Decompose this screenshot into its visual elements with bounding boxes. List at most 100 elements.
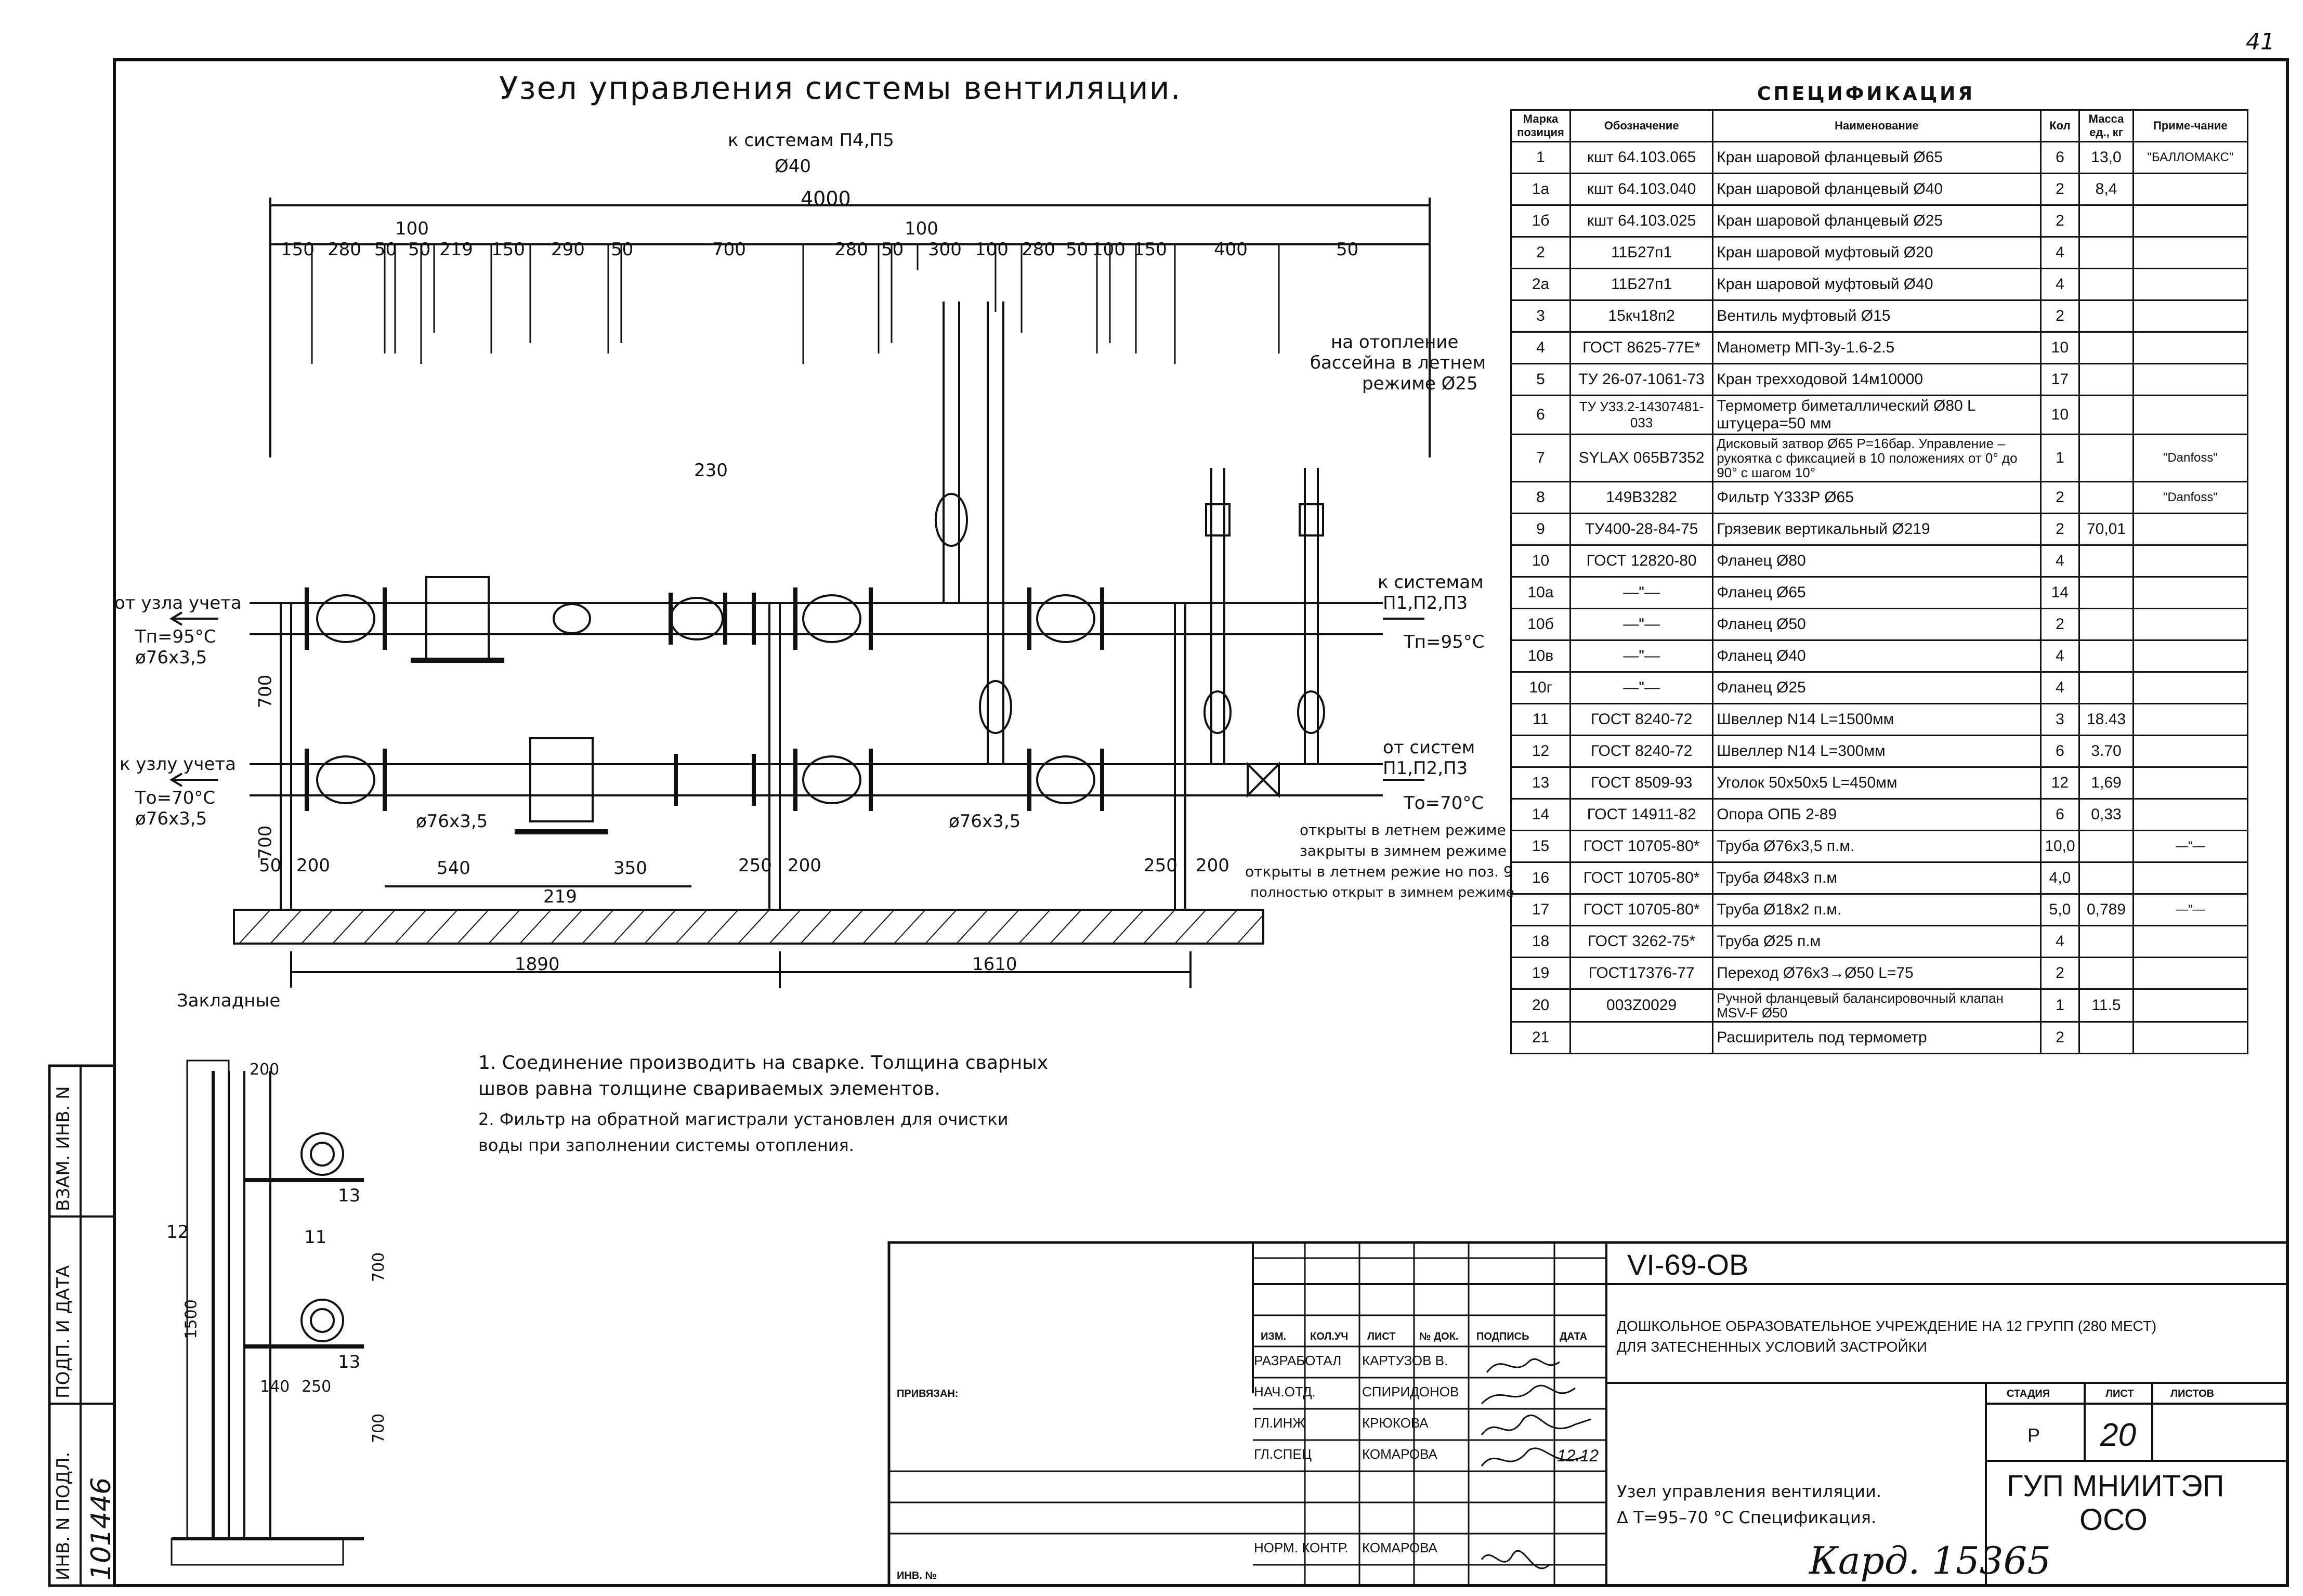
spec-cell: Манометр МП-3у-1.6-2.5: [1712, 331, 2042, 364]
spec-cell: [2078, 204, 2134, 238]
pipe-main-label-2: ø76х3,5: [949, 811, 1021, 832]
inv-label: ИНВ. №: [897, 1570, 937, 1581]
sheet-title-2: Δ T=95–70 °С Спецификация.: [1617, 1508, 1877, 1527]
spec-col-header: Марка позиция: [1510, 109, 1571, 142]
spec-cell: [2132, 639, 2249, 673]
name-chief-engineer: КРЮКОВА: [1362, 1415, 1429, 1431]
dim-chain-item: 300: [928, 239, 962, 260]
spec-cell: ГОСТ 8240-72: [1569, 703, 1714, 736]
detail-dim-700-a: 700: [370, 1252, 388, 1283]
spec-header-row: Марка позиция Обозначение Наименование К…: [1510, 109, 2249, 142]
spec-cell: Фланец Ø50: [1712, 608, 2042, 641]
spec-cell: Ручной фланцевый балансировочный клапан …: [1712, 988, 2042, 1023]
spec-cell: 14: [2039, 576, 2080, 609]
spec-cell: ГОСТ 10705-80*: [1569, 861, 1714, 895]
spec-cell: 20: [1510, 988, 1571, 1023]
spec-cell: [2132, 925, 2249, 958]
spec-cell: 4: [2039, 268, 2080, 301]
spec-cell: 2: [2039, 481, 2080, 514]
note-line: воды при заполнении системы отопления.: [478, 1135, 854, 1155]
spec-cell: 0,33: [2078, 798, 2134, 831]
role-head: НАЧ.ОТД.: [1254, 1384, 1316, 1399]
supply-temp-label: Tп=95°С: [135, 626, 216, 647]
spec-cell: —"—: [1569, 576, 1714, 609]
spec-cell: 13,0: [2078, 141, 2134, 174]
spec-cell: ГОСТ 8625-77Е*: [1569, 331, 1714, 364]
spec-cell: [2132, 363, 2249, 396]
dim-chain-item: 150: [281, 239, 315, 260]
spec-cell: —"—: [1569, 639, 1714, 673]
spec-cell: кшт 64.103.065: [1569, 141, 1714, 174]
spec-cell: Фланец Ø25: [1712, 671, 2042, 704]
spec-cell: 0,789: [2078, 893, 2134, 926]
spec-cell: [2132, 331, 2249, 364]
spec-cell: Кран шаровой муфтовый Ø20: [1712, 236, 2042, 269]
dim-chain-item: 290: [551, 239, 585, 260]
spec-cell: Фильтр Y333P Ø65: [1712, 481, 2042, 514]
spec-cell: Швеллер N14 L=1500мм: [1712, 703, 2042, 736]
spec-cell: [1569, 1021, 1714, 1054]
bound-label: ПРИВЯЗАН:: [897, 1388, 959, 1399]
spec-cell: [2132, 268, 2249, 301]
dim-350: 350: [613, 858, 647, 879]
to-systems-label: к системам: [1378, 572, 1484, 593]
spec-cell: [2132, 1021, 2249, 1054]
dim-700-lower: 700: [255, 825, 276, 859]
spec-cell: 4: [1510, 331, 1571, 364]
spec-cell: [2132, 957, 2249, 990]
spec-cell: Переход Ø76х3→Ø50 L=75: [1712, 957, 2042, 990]
spec-cell: [2078, 434, 2134, 482]
spec-cell: 1,69: [2078, 766, 2134, 800]
dim-chain-item: 100: [905, 218, 938, 239]
return-pipe-label: ø76х3,5: [135, 808, 207, 829]
spec-cell: ГОСТ 12820-80: [1569, 544, 1714, 578]
dim-200-a: 200: [296, 855, 330, 876]
from-systems-label: от систем: [1383, 737, 1475, 758]
dim-250-b: 250: [1144, 855, 1177, 876]
spec-cell: "БАЛЛОМАКС": [2132, 141, 2249, 174]
dim-chain-item: 700: [712, 239, 746, 260]
spec-cell: Труба Ø48х3 п.м: [1712, 861, 2042, 895]
spec-cell: 3: [1510, 299, 1571, 333]
spec-cell: 3: [2039, 703, 2080, 736]
archive-number: Кард. 15365: [1809, 1539, 2051, 1582]
spec-cell: 17: [2039, 363, 2080, 396]
spec-cell: 21: [1510, 1021, 1571, 1054]
note-line: швов равна толщине свариваемых элементов…: [478, 1078, 940, 1100]
embedded-label: Закладные: [177, 990, 281, 1011]
side-stamp-sign: ПОДП. И ДАТА: [53, 1265, 74, 1398]
supply-from-label: от узла учета: [114, 593, 242, 613]
dim-chain-item: 50: [408, 239, 431, 260]
spec-cell: [2132, 735, 2249, 768]
spec-cell: [2078, 608, 2134, 641]
spec-cell: 2: [2039, 608, 2080, 641]
detail-mark-11: 11: [304, 1227, 327, 1248]
top-pipe-label: к системам П4,П5: [728, 130, 894, 151]
col-date: ДАТА: [1560, 1331, 1588, 1342]
spec-cell: 2: [2039, 173, 2080, 206]
spec-cell: [2132, 395, 2249, 435]
spec-cell: [2078, 268, 2134, 301]
dim-50: 50: [259, 855, 282, 876]
spec-cell: 14: [1510, 798, 1571, 831]
spec-cell: [2078, 363, 2134, 396]
spec-cell: 2а: [1510, 268, 1571, 301]
spec-cell: 8: [1510, 481, 1571, 514]
spec-cell: 2: [1510, 236, 1571, 269]
spec-cell: [2078, 861, 2134, 895]
col-list: ЛИСТ: [1367, 1331, 1396, 1342]
dim-chain-item: 100: [1092, 239, 1126, 260]
spec-cell: 11: [1510, 703, 1571, 736]
